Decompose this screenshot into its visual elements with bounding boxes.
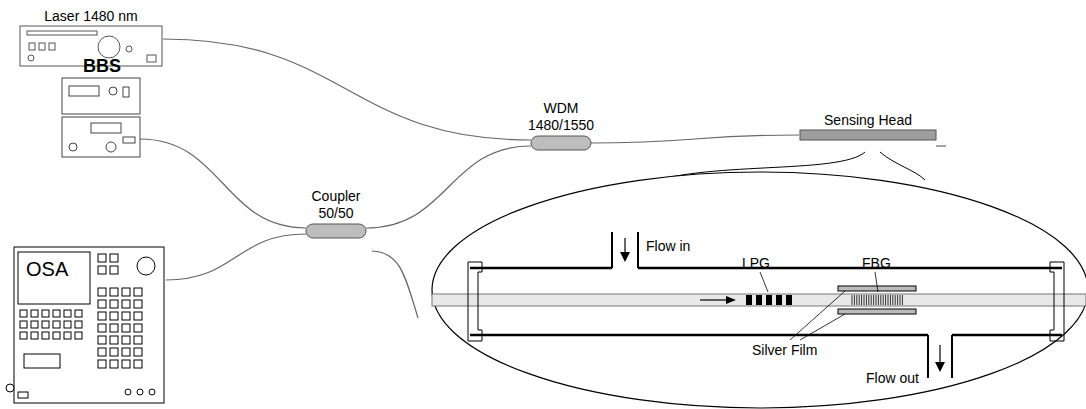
sensing-head-tube: [799, 129, 937, 141]
optical-fiber: [163, 39, 531, 140]
node-label: Laser 1480 nm: [44, 8, 137, 25]
node-label: Sensing Head: [824, 112, 912, 129]
wdm-coupler: WDM 1480/1550: [522, 100, 600, 152]
broadband-source: BBS: [60, 56, 144, 159]
optical-fiber: [140, 139, 306, 228]
optical-fiber: [591, 135, 799, 143]
node-label: OSA: [26, 258, 68, 281]
fiber: [372, 251, 418, 318]
lpg-grating: [746, 295, 792, 305]
silver-film: [838, 309, 916, 314]
part-label: FBG: [862, 255, 891, 271]
zoom-ellipse: [432, 172, 1086, 408]
node-label: BBS: [83, 56, 121, 77]
optical-fiber: [166, 234, 306, 280]
bbs-instrument: [61, 77, 143, 159]
optical-fiber: [432, 294, 1086, 306]
fiber-component: [530, 134, 592, 152]
fbg-grating: [852, 295, 902, 305]
optical-fiber: [366, 146, 531, 228]
callout-line: [880, 152, 925, 180]
part-label: LPG: [742, 255, 770, 271]
node-label: Coupler 50/50: [296, 188, 376, 222]
sensing-head: Sensing Head: [798, 112, 938, 141]
osa-instrument: OSA: [4, 246, 166, 406]
node-label: WDM 1480/1550: [522, 100, 600, 134]
fiber: [936, 145, 946, 146]
part-label: Flow in: [646, 238, 690, 254]
part-label: Flow out: [866, 370, 919, 386]
fiber-component: [305, 222, 367, 240]
part-label: Silver Film: [752, 342, 817, 358]
fiber-coupler: Coupler 50/50: [296, 188, 376, 240]
